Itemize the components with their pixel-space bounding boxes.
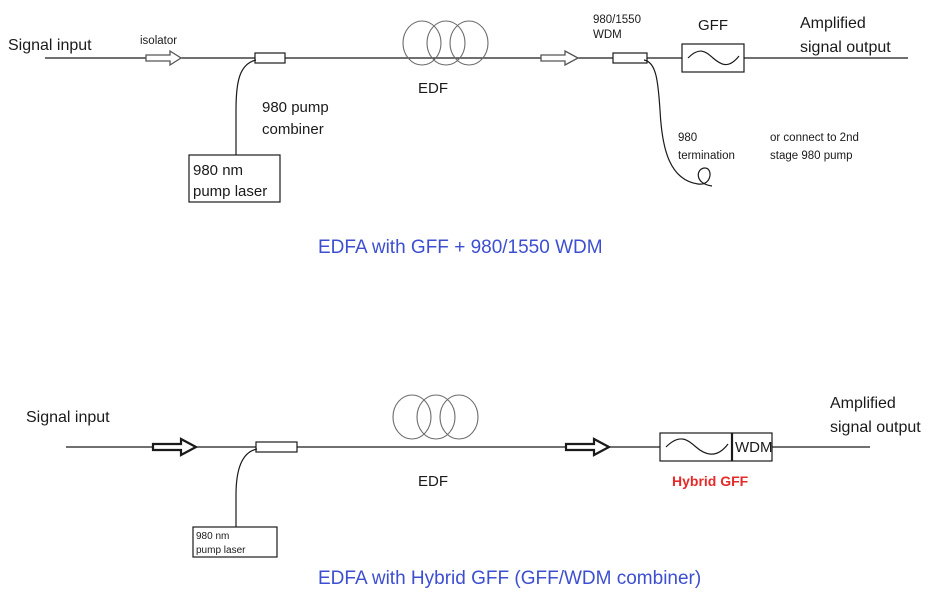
bottom-diagram: Signal input 980 nm pump laser EDF WDM H… xyxy=(26,394,921,589)
top-termination-fiber xyxy=(643,59,713,187)
bottom-pump-laser-label-1: 980 nm xyxy=(196,531,229,542)
bottom-hybrid-gff-label: Hybrid GFF xyxy=(672,473,749,489)
top-output-label-2: signal output xyxy=(800,39,891,56)
top-pump-laser-label-2: pump laser xyxy=(193,183,267,200)
top-pump-combiner-label-2: combiner xyxy=(262,121,324,138)
top-edf-coil-icon xyxy=(402,20,489,66)
bottom-pump-laser-box xyxy=(192,526,278,558)
top-pump-combiner xyxy=(254,52,286,64)
bottom-gff-wave-icon xyxy=(665,438,729,455)
top-isolator-label: isolator xyxy=(140,35,177,47)
top-gff-label: GFF xyxy=(698,17,728,34)
top-wdm-coupler xyxy=(612,52,648,64)
top-wdm-label-1: 980/1550 xyxy=(593,14,641,26)
top-caption: EDFA with GFF + 980/1550 WDM xyxy=(318,237,603,258)
bottom-pump-fiber xyxy=(235,448,258,527)
top-wdm-label-2: WDM xyxy=(593,29,622,41)
bottom-caption: EDFA with Hybrid GFF (GFF/WDM combiner) xyxy=(318,568,701,589)
top-pump-laser-box xyxy=(188,154,281,203)
bottom-edf-label: EDF xyxy=(418,473,448,490)
top-isolator-arrow-icon xyxy=(145,49,183,67)
top-gff-box xyxy=(681,43,745,73)
top-termination-label-2: termination xyxy=(678,150,735,162)
bottom-isolator-2-arrow-icon xyxy=(564,437,612,457)
bottom-hybrid-gff-box xyxy=(659,432,773,462)
top-pump-fiber xyxy=(235,59,257,155)
top-gff-wave-icon xyxy=(687,50,740,66)
top-termination-label-1: 980 xyxy=(678,132,697,144)
top-isolator-2-arrow-icon xyxy=(540,49,580,67)
top-pump-combiner-label-1: 980 pump xyxy=(262,99,329,116)
bottom-isolator-arrow-icon xyxy=(151,437,199,457)
top-diagram: Signal input isolator 980 pump combiner … xyxy=(8,14,908,258)
bottom-edf-coil-icon xyxy=(392,394,479,440)
bottom-pump-combiner xyxy=(255,441,298,453)
top-output-label-1: Amplified xyxy=(800,15,866,32)
top-edf-label: EDF xyxy=(418,80,448,97)
bottom-output-label-2: signal output xyxy=(830,419,921,436)
top-alt-pump-label-2: stage 980 pump xyxy=(770,150,852,162)
bottom-signal-input-label: Signal input xyxy=(26,409,110,426)
top-alt-pump-label-1: or connect to 2nd xyxy=(770,132,859,144)
top-pump-laser-label-1: 980 nm xyxy=(193,162,243,179)
bottom-pump-laser-label-2: pump laser xyxy=(196,545,246,556)
top-signal-input-label: Signal input xyxy=(8,37,92,54)
bottom-wdm-label: WDM xyxy=(735,439,773,456)
bottom-output-label-1: Amplified xyxy=(830,395,896,412)
